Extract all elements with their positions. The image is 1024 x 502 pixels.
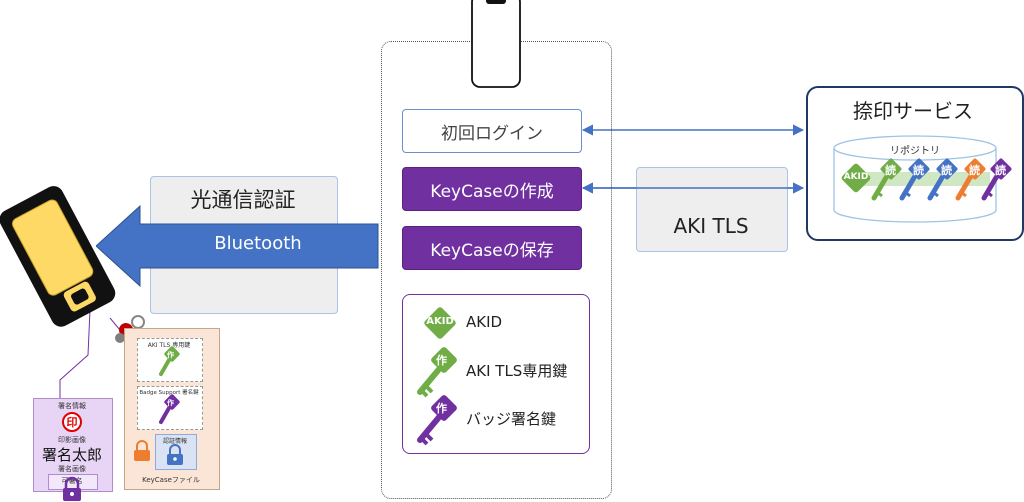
cert-info-label: 認証情報	[162, 438, 187, 445]
first-login-button[interactable]: 初回ログイン	[402, 109, 582, 153]
keycase-file-footer: KeyCaseファイル	[142, 476, 200, 484]
cert-lock-icon	[167, 444, 183, 465]
callout-line	[59, 309, 91, 400]
aki-tls-box	[636, 167, 788, 252]
akid-legend-label: AKID	[466, 313, 503, 331]
badge-key-badge-text: 作	[436, 402, 447, 415]
repo-read-badge: 読	[969, 164, 980, 177]
seal-service-title: 捺印サービス	[853, 99, 973, 123]
bluetooth-arrow	[96, 204, 379, 288]
tls-key-legend-label: AKI TLS専用鍵	[466, 362, 568, 380]
badge-key-card-badge: 作	[167, 399, 174, 407]
stamp-icon	[62, 412, 82, 432]
tls-key-card-badge: 作	[167, 351, 174, 359]
signature-footer: 可署名	[61, 477, 83, 485]
repo-read-badge: 読	[995, 164, 1006, 177]
badge-key-icon	[417, 395, 457, 446]
badge-key-legend-label: バッジ署名鍵	[466, 410, 557, 428]
tls-key-icon	[417, 347, 457, 398]
tls-key-card-key-icon	[159, 346, 180, 376]
signer-name: 署名太郎	[41, 446, 102, 464]
badge-key-card-title: Badge Support 署名鍵	[139, 390, 199, 396]
signature-caption: 署名画像	[58, 465, 86, 473]
badge-key-card-key-icon	[159, 394, 180, 424]
repo-akid-diamond-icon	[841, 163, 871, 193]
repository-label: リポジトリ	[890, 146, 940, 157]
signature-card-header: 署名情報	[58, 402, 86, 410]
repo-read-badge: 読	[913, 164, 924, 177]
repo-akid-text: AKID	[843, 172, 869, 182]
akid-diamond-icon	[424, 307, 456, 339]
security-key-icon	[0, 186, 116, 327]
orange-lock-icon	[134, 440, 150, 461]
repo-read-badge: 読	[941, 164, 952, 177]
aki-tls-label: AKI TLS	[673, 214, 749, 238]
smartphone-icon	[471, 0, 521, 88]
akid-badge-text: AKID	[426, 316, 454, 327]
repo-key-icon	[955, 158, 986, 201]
stamp-caption: 印影画像	[58, 436, 86, 444]
repo-key-icon	[981, 158, 1012, 201]
tls-key-card-title: AKI TLS 専用鍵	[147, 342, 191, 349]
repo-key-icon	[899, 158, 930, 201]
lock-icon	[63, 476, 81, 501]
tls-key-badge-text: 作	[436, 354, 447, 367]
create-keycase-button[interactable]: KeyCaseの作成	[402, 167, 582, 211]
bluetooth-label: Bluetooth	[214, 233, 302, 254]
stamp-char: 印	[66, 416, 78, 429]
optical-auth-title: 光通信認証	[190, 188, 296, 212]
repo-read-badge: 読	[885, 164, 896, 177]
save-keycase-button[interactable]: KeyCaseの保存	[402, 226, 582, 270]
repo-key-icon	[871, 158, 902, 201]
repo-key-icon	[927, 158, 958, 201]
